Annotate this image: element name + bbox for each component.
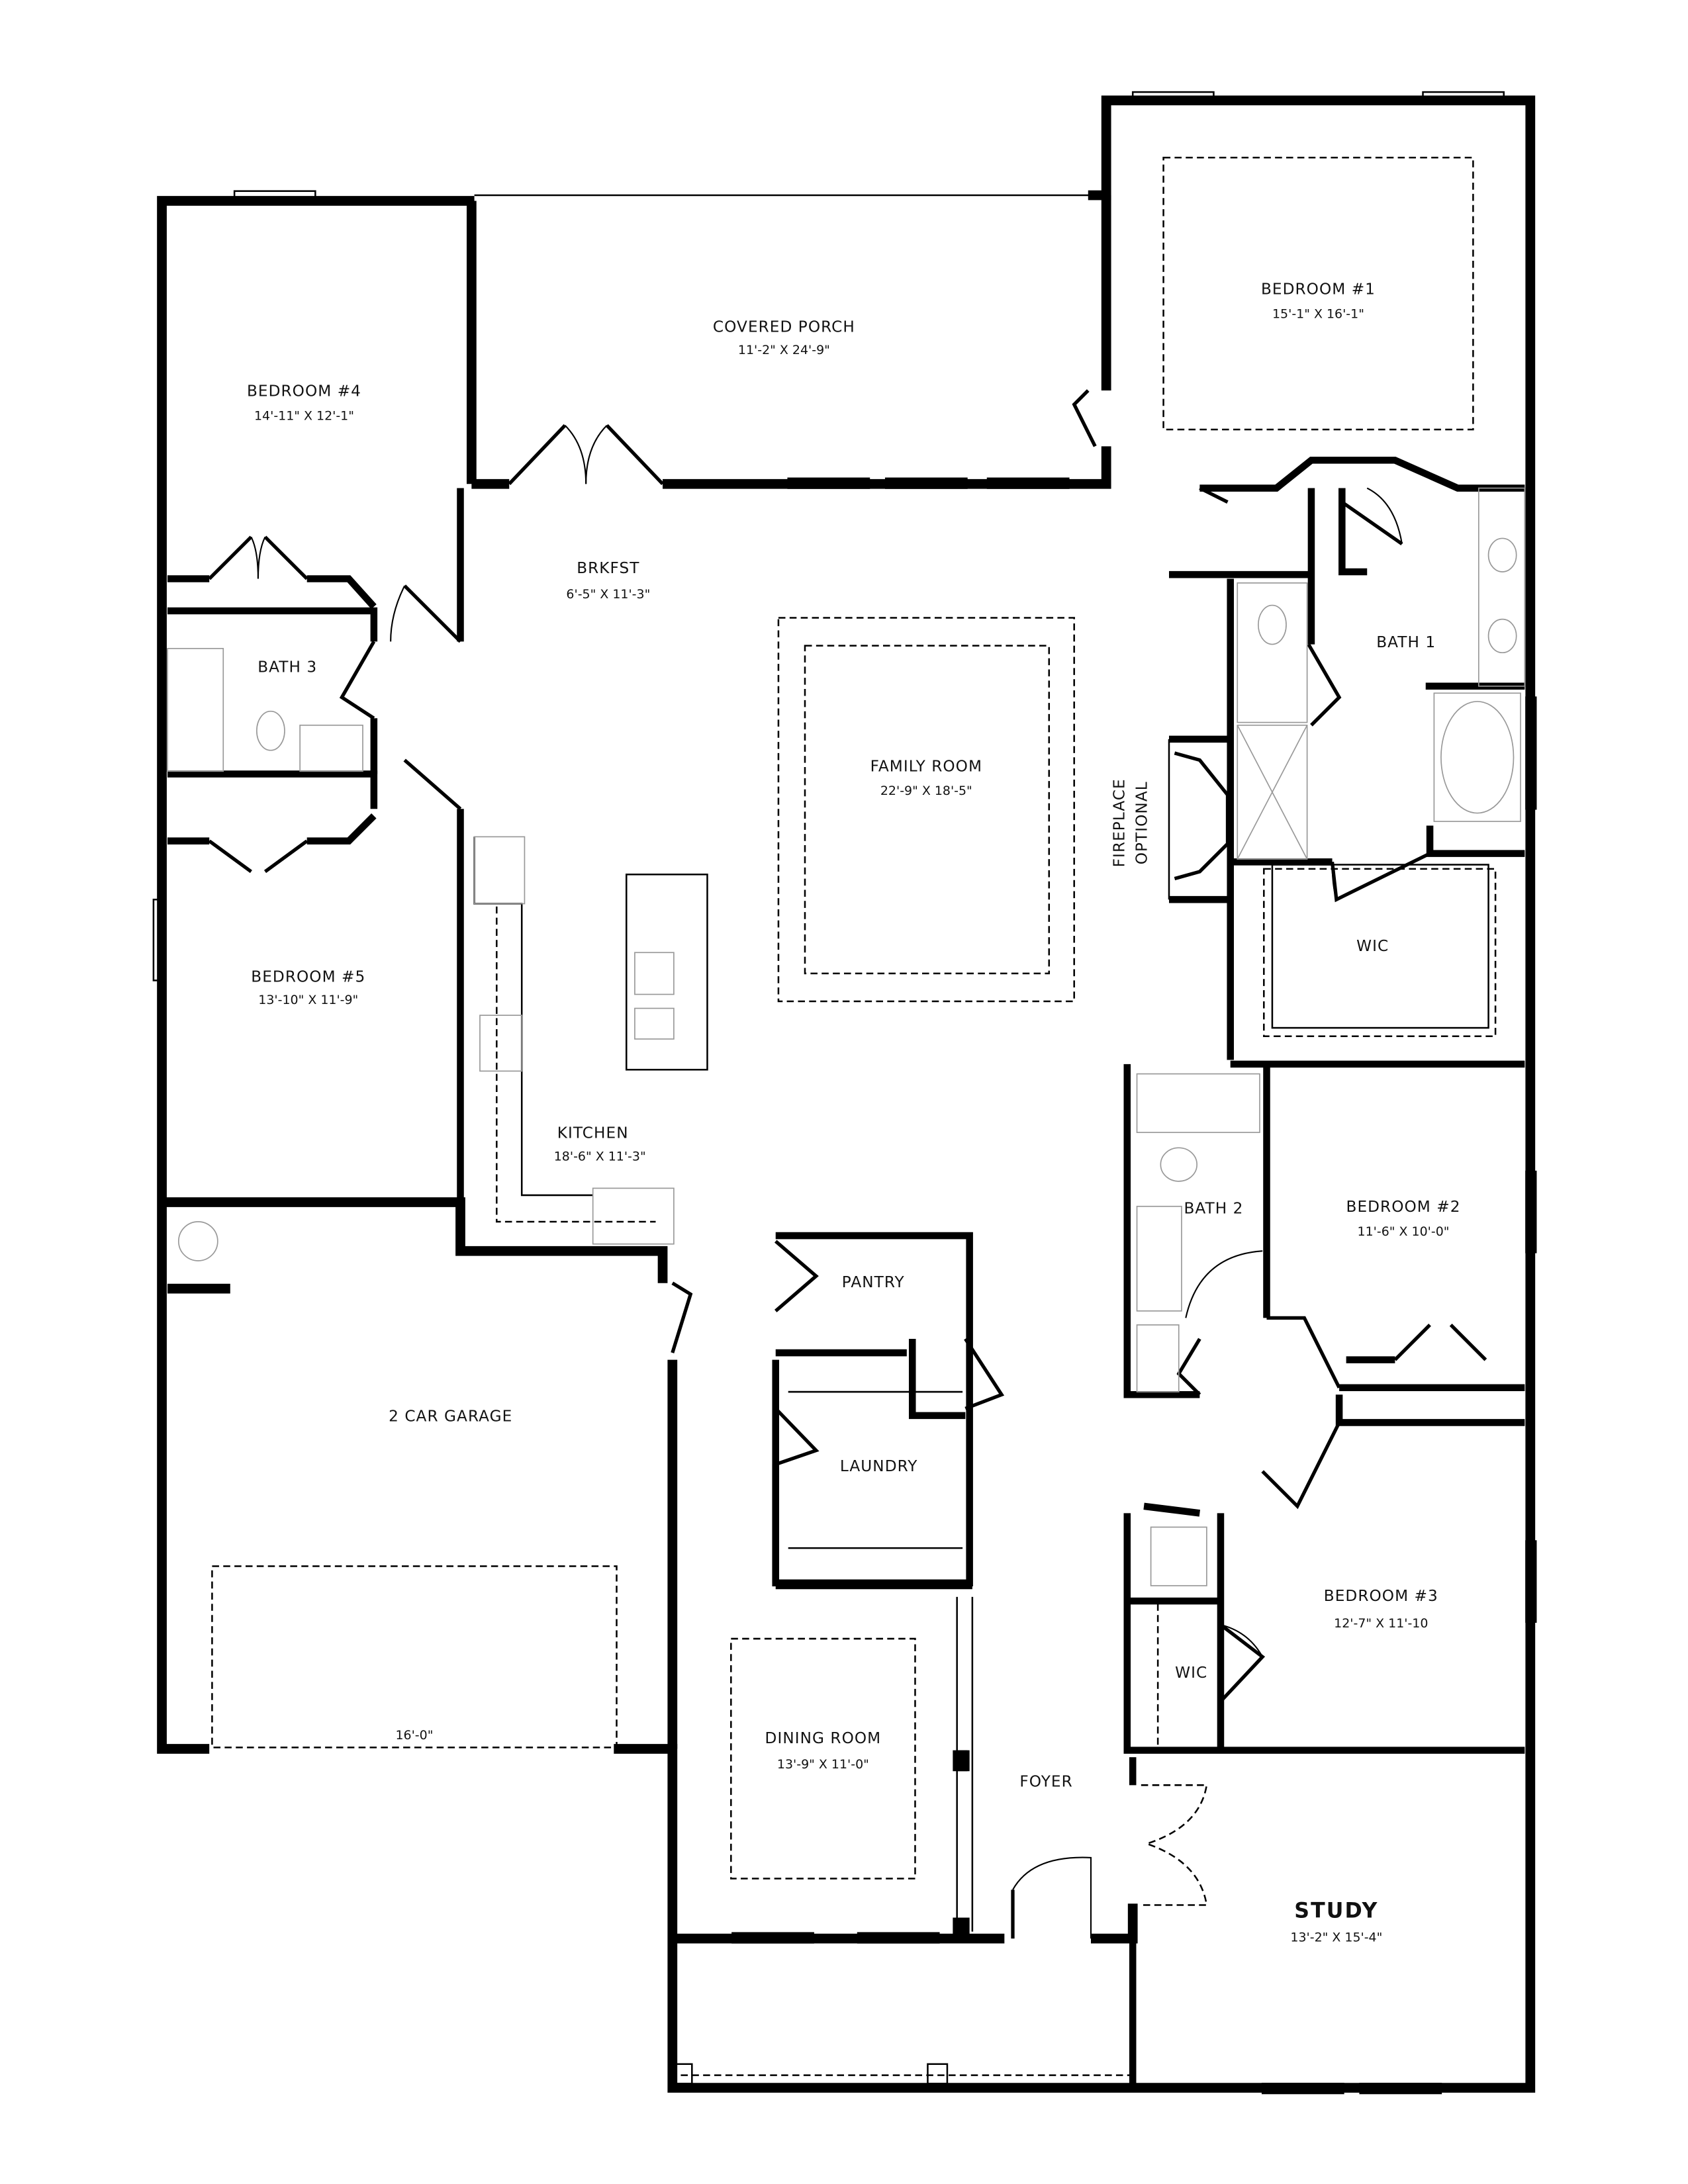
brkfst-label: BRKFST xyxy=(577,559,639,577)
bath3-label: BATH 3 xyxy=(258,659,317,676)
brkfst-size: 6'-5" X 11'-3" xyxy=(566,587,650,602)
bedroom1-label: BEDROOM #1 xyxy=(1261,281,1376,298)
foyer-label: FOYER xyxy=(1019,1772,1072,1790)
kitchen-label: KITCHEN xyxy=(557,1124,629,1142)
bedroom1-size: 15'-1" X 16'-1" xyxy=(1272,306,1364,321)
garage-door-width: 16'-0" xyxy=(395,1728,433,1743)
fireplace-optional-label: OPTIONAL xyxy=(1133,781,1150,864)
room-labels: COVERED PORCH 11'-2" X 24'-9" BEDROOM #1… xyxy=(247,281,1461,1945)
bedroom2-size: 11'-6" X 10'-0" xyxy=(1358,1224,1450,1239)
fixtures xyxy=(167,487,1526,2085)
bedroom3-size: 12'-7" X 11'-10 xyxy=(1334,1616,1428,1631)
bath1-label: BATH 1 xyxy=(1376,633,1436,651)
study-label: STUDY xyxy=(1294,1899,1378,1923)
covered-porch-size: 11'-2" X 24'-9" xyxy=(738,343,830,357)
windows xyxy=(152,91,1537,2095)
fireplace-label: FIREPLACE xyxy=(1111,778,1129,867)
family-room-size: 22'-9" X 18'-5" xyxy=(880,784,972,798)
covered-porch-label: COVERED PORCH xyxy=(713,318,855,336)
wic1-label: WIC xyxy=(1356,937,1389,955)
study-size: 13'-2" X 15'-4" xyxy=(1290,1930,1382,1944)
bath2-label: BATH 2 xyxy=(1184,1199,1243,1217)
pantry-label: PANTRY xyxy=(842,1273,905,1291)
interior-walls xyxy=(167,457,1525,2088)
wic2-label: WIC xyxy=(1175,1664,1207,1682)
kitchen-size: 18'-6" X 11'-3" xyxy=(554,1149,646,1163)
dining-room-label: DINING ROOM xyxy=(765,1729,882,1747)
dining-room-size: 13'-9" X 11'-0" xyxy=(777,1757,869,1772)
family-room-label: FAMILY ROOM xyxy=(870,757,982,775)
bedroom4-label: BEDROOM #4 xyxy=(247,382,361,400)
doors xyxy=(208,389,1487,1939)
bedroom5-label: BEDROOM #5 xyxy=(251,968,365,986)
bedroom4-size: 14'-11" X 12'-1" xyxy=(254,408,354,423)
garage-label: 2 CAR GARAGE xyxy=(389,1407,512,1425)
bedroom5-size: 13'-10" X 11'-9" xyxy=(258,993,358,1007)
ceiling-outlines xyxy=(211,156,1497,2076)
laundry-label: LAUNDRY xyxy=(840,1457,918,1475)
exterior-walls xyxy=(157,95,1536,2093)
bedroom3-label: BEDROOM #3 xyxy=(1324,1587,1438,1605)
bedroom2-label: BEDROOM #2 xyxy=(1346,1198,1461,1216)
